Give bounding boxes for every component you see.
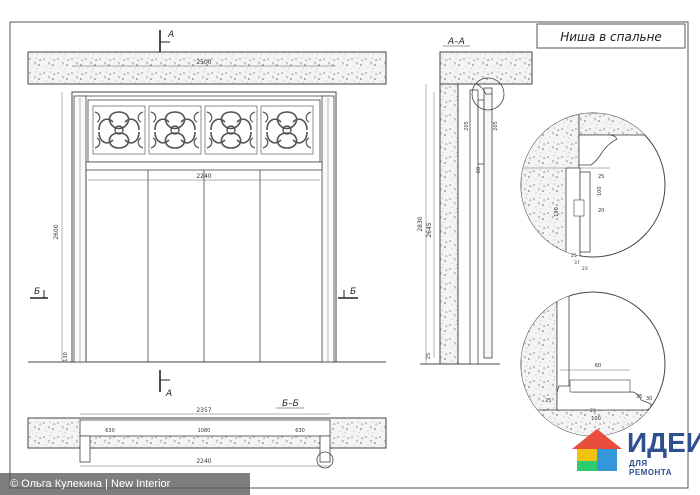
svg-text:2830: 2830 xyxy=(417,216,424,231)
section-aa: А–А 2830 2645 205 205 60 25 xyxy=(417,37,533,365)
svg-text:25: 25 xyxy=(545,398,551,404)
svg-text:60: 60 xyxy=(476,167,482,173)
logo-subtitle: ДЛЯ РЕМОНТА xyxy=(629,459,672,477)
ceiling-slab xyxy=(27,51,387,85)
fretwork-panel xyxy=(87,99,321,163)
section-wall xyxy=(439,83,459,365)
front-elevation: 2500 2240 2600 130 xyxy=(27,30,387,399)
svg-text:30: 30 xyxy=(646,396,652,402)
svg-text:Б: Б xyxy=(34,287,40,297)
svg-text:А: А xyxy=(167,30,174,40)
logo-word: ИДЕИ xyxy=(627,427,700,458)
section-bb-label: Б–Б xyxy=(282,399,299,409)
svg-text:100: 100 xyxy=(591,416,601,422)
detail-callout-plan xyxy=(316,451,334,469)
photo-credit: © Ольга Кулекина | New Interior xyxy=(0,473,250,495)
svg-text:35: 35 xyxy=(636,394,642,400)
section-aa-label: А–А xyxy=(447,37,465,47)
detail-baseboard: 60 25 100 35 30 23 xyxy=(520,291,666,437)
cut-marker-b-left: Б xyxy=(30,287,48,299)
cut-marker-b-right: Б xyxy=(338,287,358,299)
svg-text:2240: 2240 xyxy=(196,458,211,465)
svg-text:23: 23 xyxy=(582,266,588,272)
dim-bottom: 130 xyxy=(63,352,69,362)
site-logo: ИДЕИ ДЛЯ РЕМОНТА xyxy=(567,425,700,485)
detail-callout-top xyxy=(471,77,505,111)
section-ceiling xyxy=(439,51,533,85)
svg-text:205: 205 xyxy=(464,121,470,131)
svg-text:2645: 2645 xyxy=(426,222,433,237)
dim-height: 2600 xyxy=(53,224,60,239)
svg-text:205: 205 xyxy=(493,121,499,131)
svg-text:25: 25 xyxy=(426,353,432,359)
svg-text:20: 20 xyxy=(598,208,604,214)
svg-text:25: 25 xyxy=(571,253,577,259)
svg-text:630: 630 xyxy=(105,428,115,434)
svg-text:190: 190 xyxy=(554,207,560,217)
svg-text:А: А xyxy=(165,389,172,399)
cut-marker-a-top: А xyxy=(159,30,174,52)
svg-text:2357: 2357 xyxy=(196,407,211,414)
drawing-title: Ниша в спальне xyxy=(560,30,662,44)
title-block: Ниша в спальне xyxy=(536,23,686,49)
sheet-border xyxy=(9,21,689,489)
svg-text:23: 23 xyxy=(590,408,596,414)
logo-house-icon xyxy=(572,429,622,471)
plan-section-bb: Б–Б 2357 630 1080 630 2240 xyxy=(27,399,387,469)
dim-inner-width: 2240 xyxy=(196,173,211,180)
svg-text:100: 100 xyxy=(597,186,603,196)
svg-text:630: 630 xyxy=(295,428,305,434)
svg-text:25: 25 xyxy=(598,174,604,180)
detail-cornice: 25 100 190 20 25 37 23 xyxy=(520,112,666,272)
svg-text:Б: Б xyxy=(350,287,356,297)
svg-text:60: 60 xyxy=(595,363,601,369)
cut-marker-a-bottom: А xyxy=(159,370,172,399)
svg-text:37: 37 xyxy=(574,260,580,266)
svg-text:1080: 1080 xyxy=(198,428,211,434)
dim-top-width: 2500 xyxy=(196,59,211,66)
